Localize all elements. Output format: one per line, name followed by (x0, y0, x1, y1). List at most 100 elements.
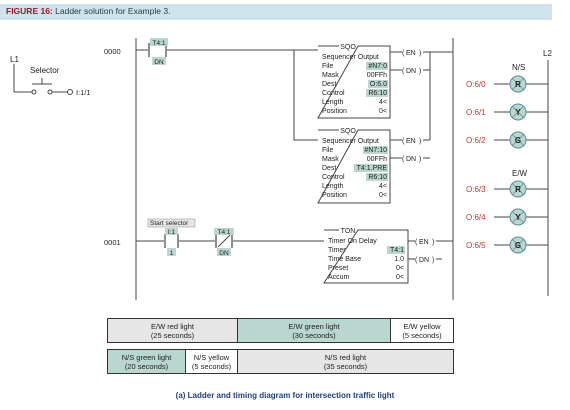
start-selector-label: Start selector (150, 220, 189, 227)
sqo-2-en-label: EN (406, 138, 416, 145)
rung-0001-contact2-bit-bg (217, 248, 231, 256)
ton-row-value: T4:1 (390, 247, 404, 254)
light-group-ew: E/W (512, 169, 528, 178)
sqo-2-value-bg (354, 164, 388, 172)
ton-en-open: ( (415, 239, 418, 246)
sqo-1-value-bg (366, 62, 388, 70)
sqo-1-title: SQO (340, 44, 356, 51)
light-cross (511, 105, 525, 119)
sqo-2-dn-label: DN (406, 156, 416, 163)
sqo-1-row-label: Control (322, 90, 345, 97)
light-output: O:6/4 Y (466, 208, 548, 226)
timing-ew-red-line2: (25 seconds) (150, 330, 195, 340)
light-output: O:6/2 G (466, 131, 548, 149)
ton-dn-label: DN (419, 257, 429, 264)
ton-row-value: 0< (396, 274, 404, 281)
light-letter: R (515, 80, 521, 89)
sqo-2-row-value: 00FFh (367, 156, 387, 163)
light-address: O:6/1 (466, 108, 486, 117)
sqo-2-row-value: 0< (379, 192, 387, 199)
sqo-1-value-bg (368, 80, 388, 88)
selector-input-terminal (67, 89, 73, 95)
timing-ew-red-line1: E/W red light (151, 321, 194, 331)
timing-ns-yellow: N/S yellow(5 seconds) (185, 349, 238, 374)
sqo-block-2: SQO Sequencer Output File #N7:10 Mask 00… (317, 128, 430, 204)
sqo-2-dn-close: ) (419, 156, 421, 163)
sqo-2-row-value: 4< (379, 183, 387, 190)
sqo-1-row-value: R6:10 (368, 90, 387, 97)
sqo-2-row-label: Mask (322, 156, 339, 163)
selector-address: I:1/1 (76, 88, 91, 97)
figure-header: FIGURE 16: Ladder solution for Example 3… (0, 4, 552, 20)
ton-row-label: Timer (328, 247, 346, 254)
sqo-1-dn-close: ) (419, 68, 421, 75)
timing-ns-green: N/S green light(20 seconds) (107, 349, 186, 374)
sqo-1-en-close: ) (419, 50, 421, 57)
rung-0001-contact2-tag-bg (214, 228, 234, 235)
timing-ew-yellow-line1: E/W yellow (403, 321, 441, 331)
ton-row-value: 1.0 (394, 256, 404, 263)
rung-0000-contact-bit-bg (152, 57, 166, 65)
light-address: O:6/3 (466, 185, 486, 194)
light-output: O:6/3 R (466, 180, 548, 198)
rung-0001-number: 0001 (104, 238, 121, 247)
sqo-2-row-label: Control (322, 174, 345, 181)
ton-instruction: Timer On Delay (328, 238, 377, 245)
sqo-2-row-value: #N7:10 (364, 147, 387, 154)
sqo-2-row-value: R6:10 (368, 174, 387, 181)
sqo-1-row-value: 4< (379, 99, 387, 106)
timing-ew-green-line1: E/W green light (288, 321, 340, 331)
sqo-2-row-label: Length (322, 183, 344, 190)
light-address: O:6/0 (466, 80, 486, 89)
timing-ns-yellow-line2: (5 seconds) (191, 361, 232, 371)
timing-ns-green-line2: (20 seconds) (124, 361, 169, 371)
ton-row-value: 0< (396, 265, 404, 272)
rung-0001-contact1-bit: 1 (170, 250, 174, 257)
ton-en-close: ) (432, 239, 434, 246)
light-cross (511, 238, 525, 252)
light-letter: G (515, 241, 521, 250)
sqo-2-dn-open: ( (402, 156, 405, 163)
light-address: O:6/4 (466, 213, 486, 222)
timing-ns-green-line1: N/S green light (121, 352, 172, 362)
sqo-2-row-value: T4:1.PRE (357, 165, 388, 172)
light-letter: G (515, 136, 521, 145)
ton-block: TON Timer On Delay Timer T4:1 Time Base … (323, 228, 453, 284)
figure-number: FIGURE 16: (6, 6, 53, 16)
ton-row-label: Preset (328, 265, 348, 272)
rail-l1-label: L1 (10, 55, 19, 64)
light-address: O:6/5 (466, 241, 486, 250)
sqo-1-row-label: Length (322, 99, 344, 106)
timing-ew-yellow: E/W yellow(5 seconds) (390, 318, 454, 343)
sqo-1-value-bg (366, 89, 388, 97)
sqo-1-row-label: Position (322, 108, 347, 115)
timing-ns-red-line2: (35 seconds) (323, 361, 368, 371)
sqo-1-dn-open: ( (402, 68, 405, 75)
sqo-2-en-close: ) (419, 138, 421, 145)
light-cross (511, 133, 525, 147)
light-output: O:6/5 G (466, 236, 548, 254)
ton-dn-open: ( (415, 257, 418, 264)
sqo-2-row-label: Dest (322, 165, 336, 172)
light-output: O:6/0 R (466, 75, 548, 93)
timing-ns-red: N/S red light(35 seconds) (237, 349, 454, 374)
sqo-1-row-value: O:6.0 (370, 81, 387, 88)
sqo-2-value-bg (366, 173, 388, 181)
timing-ns-yellow-line1: N/S yellow (193, 352, 230, 362)
ton-row-label: Accum (328, 274, 350, 281)
timing-ew-green: E/W green light(30 seconds) (237, 318, 391, 343)
rung-0000-number: 0000 (104, 47, 121, 56)
rung-0000-contact-bit: DN (154, 59, 164, 66)
rung-0001-contact2-bit: DN (219, 250, 229, 257)
sqo-1-row-label: File (322, 63, 333, 70)
figure-header-text: FIGURE 16: Ladder solution for Example 3… (6, 6, 170, 16)
light-address: O:6/2 (466, 136, 486, 145)
timing-ew-green-line2: (30 seconds) (292, 330, 336, 340)
light-letter: R (515, 185, 521, 194)
sqo-1-row-label: Dest (322, 81, 336, 88)
sqo-2-instruction: Sequencer Output (322, 138, 379, 145)
sqo-1-instruction: Sequencer Output (322, 54, 379, 61)
selector-terminal-2 (47, 89, 53, 95)
